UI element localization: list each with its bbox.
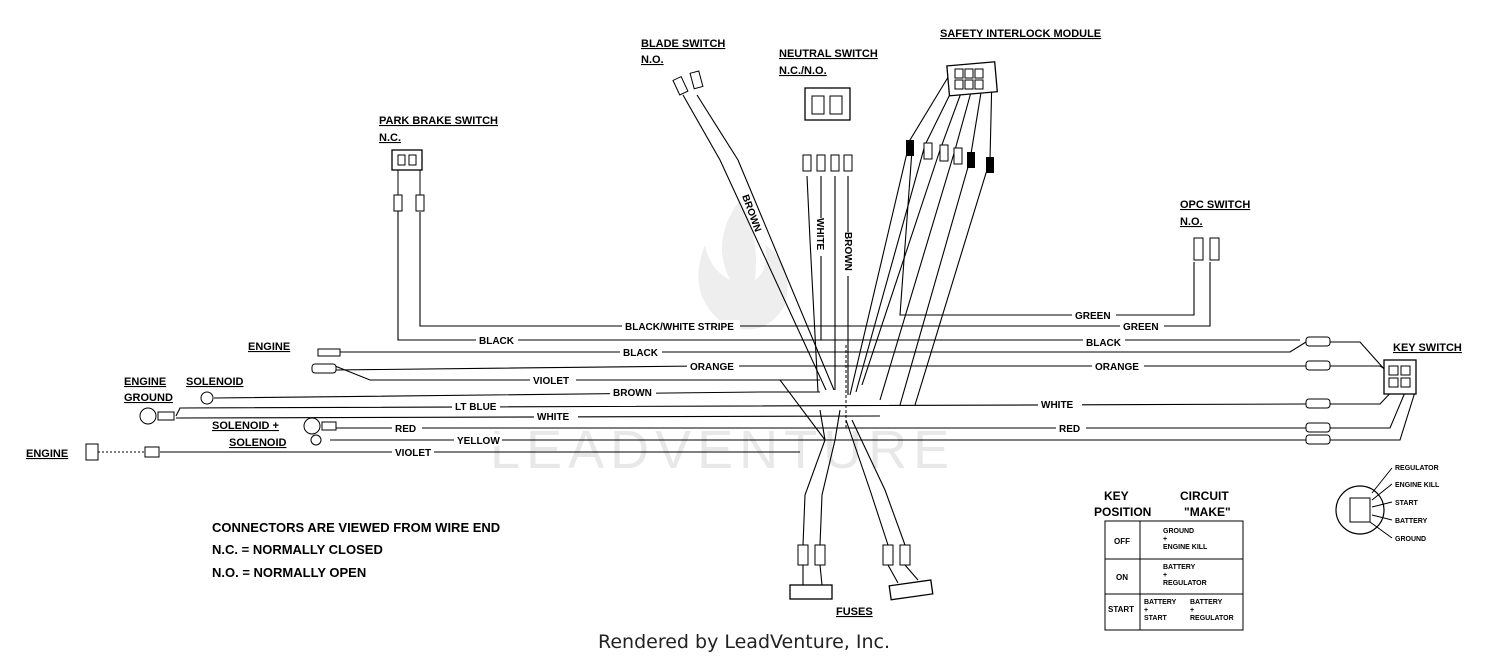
- row-on-circuit-1: BATTERY: [1163, 564, 1196, 571]
- wire-labels: BROWN WHITE BROWN GREEN GREEN BLACK/WHIT…: [392, 193, 1164, 459]
- opc-switch-title: OPC SWITCH: [1180, 199, 1250, 211]
- park-brake-title: PARK BRAKE SWITCH: [379, 115, 498, 127]
- wire-label-red1: RED: [395, 424, 416, 435]
- wire-label-white1: WHITE: [537, 412, 570, 423]
- terminal-start: START: [1395, 500, 1419, 507]
- wire-label-white2: WHITE: [1041, 400, 1074, 411]
- legend-notes: CONNECTORS ARE VIEWED FROM WIRE END N.C.…: [212, 520, 500, 580]
- row-off-circuit-3: ENGINE KILL: [1163, 544, 1208, 551]
- wire-label-lt-blue: LT BLUE: [455, 402, 497, 413]
- fuses-title: FUSES: [836, 606, 873, 618]
- table-header-key: KEY: [1104, 489, 1129, 503]
- safety-module-title: SAFETY INTERLOCK MODULE: [940, 28, 1101, 40]
- table-header-make: "MAKE": [1184, 505, 1231, 519]
- watermark: LEADVENTURE: [490, 200, 955, 480]
- key-switch-title: KEY SWITCH: [1393, 342, 1462, 354]
- wire-label-red2: RED: [1059, 424, 1080, 435]
- fuse-holders: [789, 544, 934, 601]
- wire-label-black2: BLACK: [623, 348, 659, 359]
- key-switch-face: [1335, 467, 1393, 539]
- row-start-b-1: BATTERY: [1190, 599, 1223, 606]
- key-switch-terminal-labels: REGULATOR ENGINE KILL START BATTERY GROU…: [1395, 465, 1440, 543]
- engine-top-title: ENGINE: [248, 341, 290, 353]
- row-start-b-3: REGULATOR: [1190, 615, 1234, 622]
- note-no: N.O. = NORMALLY OPEN: [212, 565, 366, 580]
- footer-credit: Rendered by LeadVenture, Inc.: [598, 631, 890, 653]
- terminal-ground: GROUND: [1395, 536, 1426, 543]
- row-off-circuit-2: +: [1163, 536, 1167, 543]
- watermark-text: LEADVENTURE: [490, 420, 955, 480]
- engine-left-title: ENGINE: [26, 448, 68, 460]
- key-switch-connectors: [1305, 336, 1417, 445]
- wire-label-black-white-stripe: BLACK/WHITE STRIPE: [625, 322, 734, 333]
- component-labels: BLADE SWITCH N.O. NEUTRAL SWITCH N.C./N.…: [26, 28, 1462, 618]
- wire-label-orange2: ORANGE: [1095, 362, 1139, 373]
- key-position-table: KEY POSITION CIRCUIT "MAKE" OFF GROUND +…: [1094, 489, 1244, 631]
- engine-terminals: [85, 348, 341, 461]
- engine-ground-title: ENGINE: [124, 376, 166, 388]
- row-start-b-2: +: [1190, 607, 1194, 614]
- terminal-regulator: REGULATOR: [1395, 465, 1439, 472]
- park-brake-sub: N.C.: [379, 132, 401, 144]
- wire-label-green2: GREEN: [1123, 322, 1159, 333]
- park-brake-connector: [391, 149, 425, 212]
- wire-label-orange1: ORANGE: [690, 362, 734, 373]
- row-start-a-2: +: [1144, 607, 1148, 614]
- table-header-circuit: CIRCUIT: [1180, 489, 1229, 503]
- solenoid-plus-title: SOLENOID +: [212, 420, 279, 432]
- row-start-a-3: START: [1144, 615, 1168, 622]
- wire-label-violet2: VIOLET: [395, 448, 431, 459]
- terminal-battery: BATTERY: [1395, 518, 1428, 525]
- row-on-position: ON: [1116, 573, 1128, 582]
- wire-label-green1: GREEN: [1075, 311, 1111, 322]
- solenoid-title: SOLENOID: [186, 376, 244, 388]
- opc-switch-sub: N.O.: [1180, 216, 1203, 228]
- neutral-switch-connector: [802, 87, 853, 172]
- opc-switch-terminals: [1193, 237, 1220, 261]
- engine-ground-sub: GROUND: [124, 392, 173, 404]
- blade-switch-sub: N.O.: [641, 54, 664, 66]
- neutral-switch-title: NEUTRAL SWITCH: [779, 48, 878, 60]
- row-off-circuit-1: GROUND: [1163, 528, 1194, 535]
- neutral-switch-sub: N.C./N.O.: [779, 65, 827, 77]
- row-start-a-1: BATTERY: [1144, 599, 1177, 606]
- note-nc: N.C. = NORMALLY CLOSED: [212, 542, 383, 557]
- wire-label-white-vertical: WHITE: [814, 218, 825, 251]
- wire-label-yellow: YELLOW: [457, 436, 500, 447]
- row-on-circuit-3: REGULATOR: [1163, 580, 1207, 587]
- wire-label-brown-h: BROWN: [613, 388, 652, 399]
- terminal-engine-kill: ENGINE KILL: [1395, 482, 1440, 489]
- wire-label-black1: BLACK: [479, 336, 515, 347]
- wire-label-black3: BLACK: [1086, 338, 1122, 349]
- blade-switch-title: BLADE SWITCH: [641, 38, 725, 50]
- wire-label-brown-vertical2: BROWN: [842, 232, 853, 271]
- table-header-position: POSITION: [1094, 505, 1151, 519]
- row-off-position: OFF: [1114, 537, 1130, 546]
- row-on-circuit-2: +: [1163, 572, 1167, 579]
- solenoid-plus-sub: SOLENOID: [229, 437, 287, 449]
- wire-label-violet1: VIOLET: [533, 376, 569, 387]
- safety-module-connector: [906, 61, 998, 173]
- blade-switch-terminals: [672, 70, 704, 96]
- note-connectors: CONNECTORS ARE VIEWED FROM WIRE END: [212, 520, 500, 535]
- row-start-position: START: [1108, 605, 1134, 614]
